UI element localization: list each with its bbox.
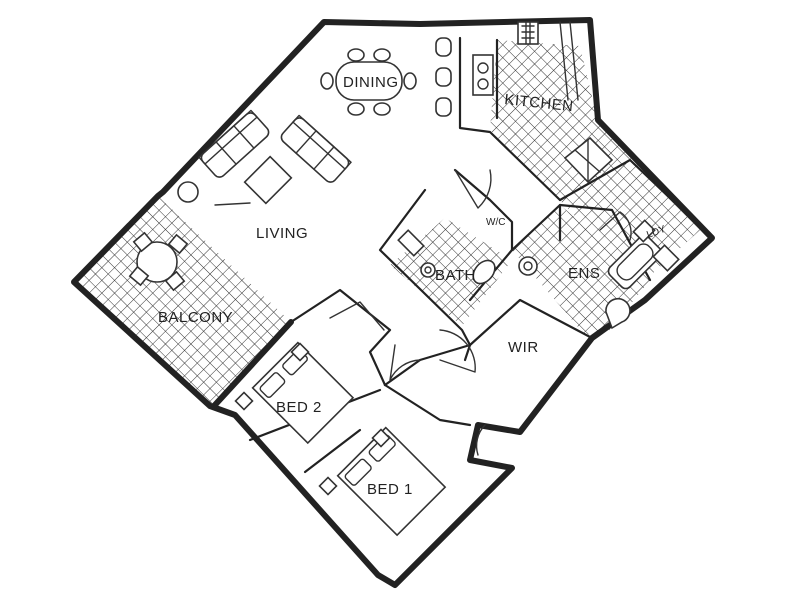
label-bath: BATH	[435, 267, 476, 284]
room-labels: DINING LIVING BALCONY KITCHEN BATH ENS W…	[158, 74, 668, 498]
kitchen-fittings	[472, 21, 614, 184]
doors	[389, 169, 632, 456]
label-dining: DINING	[343, 74, 399, 91]
bath-fittings	[397, 219, 680, 330]
balcony-tiles	[74, 196, 291, 406]
label-balcony: BALCONY	[158, 309, 233, 326]
label-wc: W/C	[486, 217, 505, 228]
kitchen-stools	[435, 37, 452, 117]
living-furniture	[177, 109, 352, 206]
outer-walls	[71, 17, 715, 588]
label-bed1: BED 1	[367, 481, 413, 498]
interior-walls	[248, 36, 714, 474]
bedroom-furniture	[234, 301, 447, 537]
label-ens: ENS	[568, 265, 600, 282]
balcony-furniture	[128, 231, 189, 292]
label-bed2: BED 2	[276, 399, 322, 416]
label-wir: WIR	[508, 339, 539, 356]
dining-table	[320, 48, 417, 116]
label-living: LIVING	[256, 225, 308, 242]
